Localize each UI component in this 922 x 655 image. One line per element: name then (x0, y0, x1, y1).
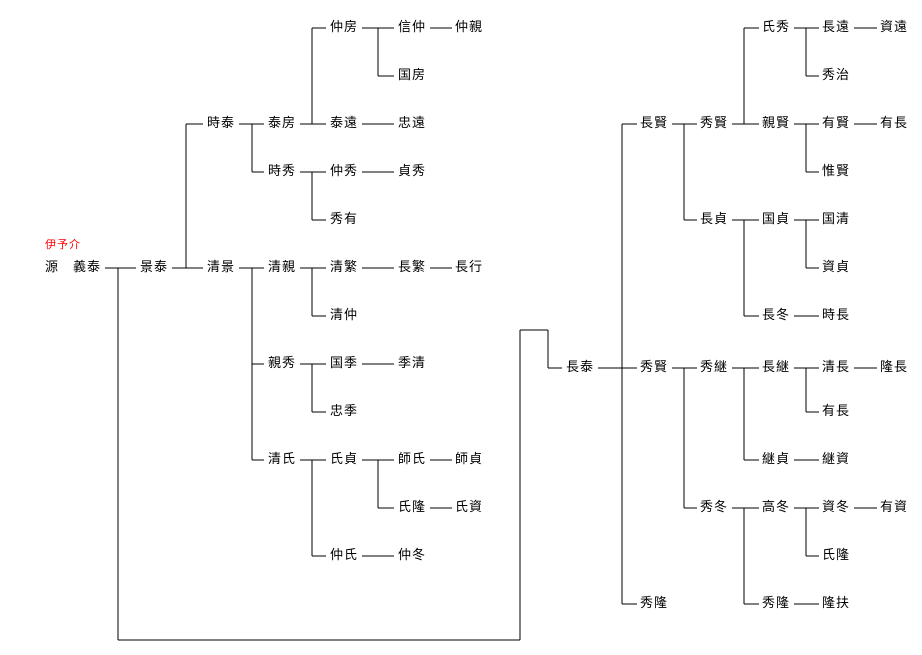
person-node: 惟賢 (822, 164, 851, 179)
person-node: 仲房 (330, 20, 359, 35)
person-node: 秀賢 (640, 360, 669, 375)
person-node: 秀治 (822, 68, 851, 83)
person-node: 清氏 (268, 452, 297, 467)
person-node: 仲冬 (398, 548, 427, 563)
court-title-label: 伊予介 (45, 238, 81, 251)
person-node: 有長 (880, 116, 909, 131)
person-node: 長繁 (398, 260, 427, 275)
person-node: 資貞 (822, 260, 851, 275)
person-node: 国房 (398, 68, 427, 83)
person-node: 季清 (398, 356, 427, 371)
person-node: 長冬 (762, 308, 791, 323)
person-node: 秀継 (700, 360, 729, 375)
person-node: 景泰 (140, 260, 169, 275)
person-node: 秀冬 (700, 500, 729, 515)
person-node: 貞秀 (398, 164, 427, 179)
person-node: 資冬 (822, 500, 851, 515)
person-node: 長行 (455, 260, 484, 275)
person-node: 長泰 (566, 360, 595, 375)
person-node: 長遠 (822, 20, 851, 35)
person-node: 長継 (762, 360, 791, 375)
person-node: 泰遠 (330, 116, 359, 131)
person-node: 源 義泰 (45, 260, 102, 275)
person-node: 有資 (880, 500, 909, 515)
person-node: 泰房 (268, 116, 297, 131)
person-node: 清長 (822, 360, 851, 375)
person-node: 時秀 (268, 164, 297, 179)
person-node: 親賢 (762, 116, 791, 131)
person-node: 秀有 (330, 212, 359, 227)
person-node: 清仲 (330, 308, 359, 323)
person-node: 仲親 (455, 20, 484, 35)
person-node: 有長 (822, 404, 851, 419)
person-node: 師氏 (398, 452, 427, 467)
person-node: 清繁 (330, 260, 359, 275)
person-node: 長貞 (700, 212, 729, 227)
person-node: 国貞 (762, 212, 791, 227)
person-node: 氏秀 (762, 20, 791, 35)
person-node: 長賢 (640, 116, 669, 131)
person-node: 氏隆 (398, 500, 427, 515)
person-node: 隆扶 (822, 596, 851, 611)
person-node: 時長 (822, 308, 851, 323)
person-node: 国季 (330, 356, 359, 371)
person-node: 清景 (207, 260, 236, 275)
person-node: 秀隆 (640, 596, 669, 611)
person-node: 仲氏 (330, 548, 359, 563)
person-node: 時泰 (207, 116, 236, 131)
person-node: 国清 (822, 212, 851, 227)
person-node: 忠遠 (398, 116, 427, 131)
person-node: 親秀 (268, 356, 297, 371)
person-node: 氏隆 (822, 548, 851, 563)
person-node: 秀賢 (700, 116, 729, 131)
person-node: 信仲 (398, 20, 427, 35)
person-node: 資遠 (880, 20, 909, 35)
person-node: 有賢 (822, 116, 851, 131)
person-node: 師貞 (455, 452, 484, 467)
person-node: 継資 (822, 452, 851, 467)
person-node: 継貞 (762, 452, 791, 467)
person-node: 氏資 (455, 500, 484, 515)
person-node: 隆長 (880, 360, 909, 375)
person-node: 氏貞 (330, 452, 359, 467)
person-node: 仲秀 (330, 164, 359, 179)
person-node: 高冬 (762, 500, 791, 515)
person-node: 忠季 (330, 404, 359, 419)
person-node: 秀隆 (762, 596, 791, 611)
person-node: 清親 (268, 260, 297, 275)
